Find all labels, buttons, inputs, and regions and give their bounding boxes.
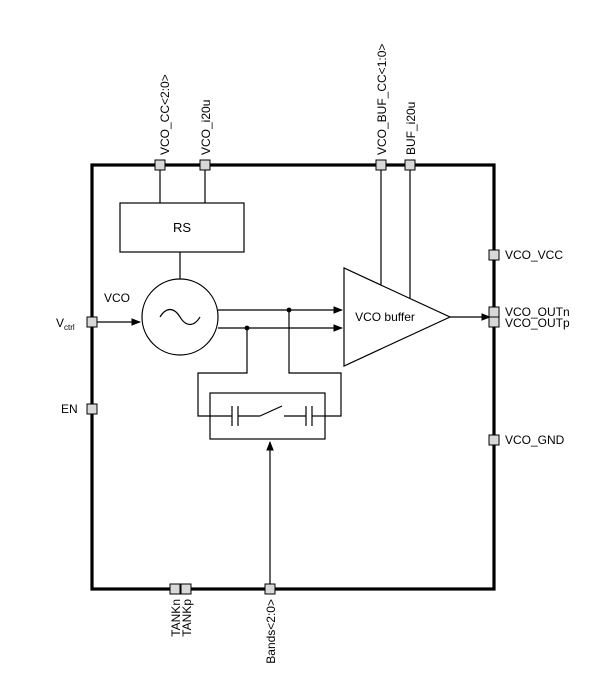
pin-vctrl (86, 316, 98, 328)
pin-en (86, 403, 98, 415)
chip-outline (90, 163, 496, 591)
pin-vco-cc (154, 159, 166, 171)
pin-vco-vcc (488, 249, 500, 261)
pin-vco-outn (488, 306, 500, 318)
vco-oscillator (141, 278, 219, 356)
rs-label: RS (173, 220, 191, 235)
pin-vco-gnd (488, 434, 500, 446)
label-en: EN (61, 402, 78, 416)
label-vctrl-sub: ctrl (64, 323, 75, 332)
label-vco-outn: VCO_OUTn (505, 305, 570, 319)
vco-buffer-label: VCO buffer (355, 310, 415, 324)
pin-vco-buf-cc (375, 159, 387, 171)
label-vco-buf-cc: VCO_BUF_CC<1:0> (375, 44, 389, 155)
pin-bands (264, 583, 276, 595)
label-tankp: TANKp (180, 599, 194, 637)
label-vco-outp: VCO_OUTp (505, 316, 570, 330)
pin-tankp (180, 583, 192, 595)
label-vctrl: Vctrl (56, 316, 75, 332)
vco-label: VCO (104, 291, 130, 305)
sine-wave-icon (159, 308, 201, 326)
pin-tankn (169, 583, 181, 595)
label-vco-cc: VCO_CC<2:0> (158, 74, 172, 155)
label-bands: Bands<2:0> (264, 599, 278, 664)
rs-block: RS (119, 202, 245, 253)
pin-vco-i20u (199, 159, 211, 171)
pin-vco-outp (488, 316, 500, 328)
label-vctrl-main: V (56, 316, 64, 330)
label-buf-i20u: BUF_i20u (404, 102, 418, 155)
label-vco-i20u: VCO_i20u (199, 100, 213, 155)
capacitor-bank (197, 310, 342, 440)
label-vco-gnd: VCO_GND (505, 433, 565, 447)
label-tankn: TANKn (169, 599, 183, 637)
pin-buf-i20u (404, 159, 416, 171)
label-vco-vcc: VCO_VCC (505, 248, 563, 262)
switch-icon (259, 405, 283, 417)
vco-buffer-block: VCO buffer (343, 267, 452, 367)
